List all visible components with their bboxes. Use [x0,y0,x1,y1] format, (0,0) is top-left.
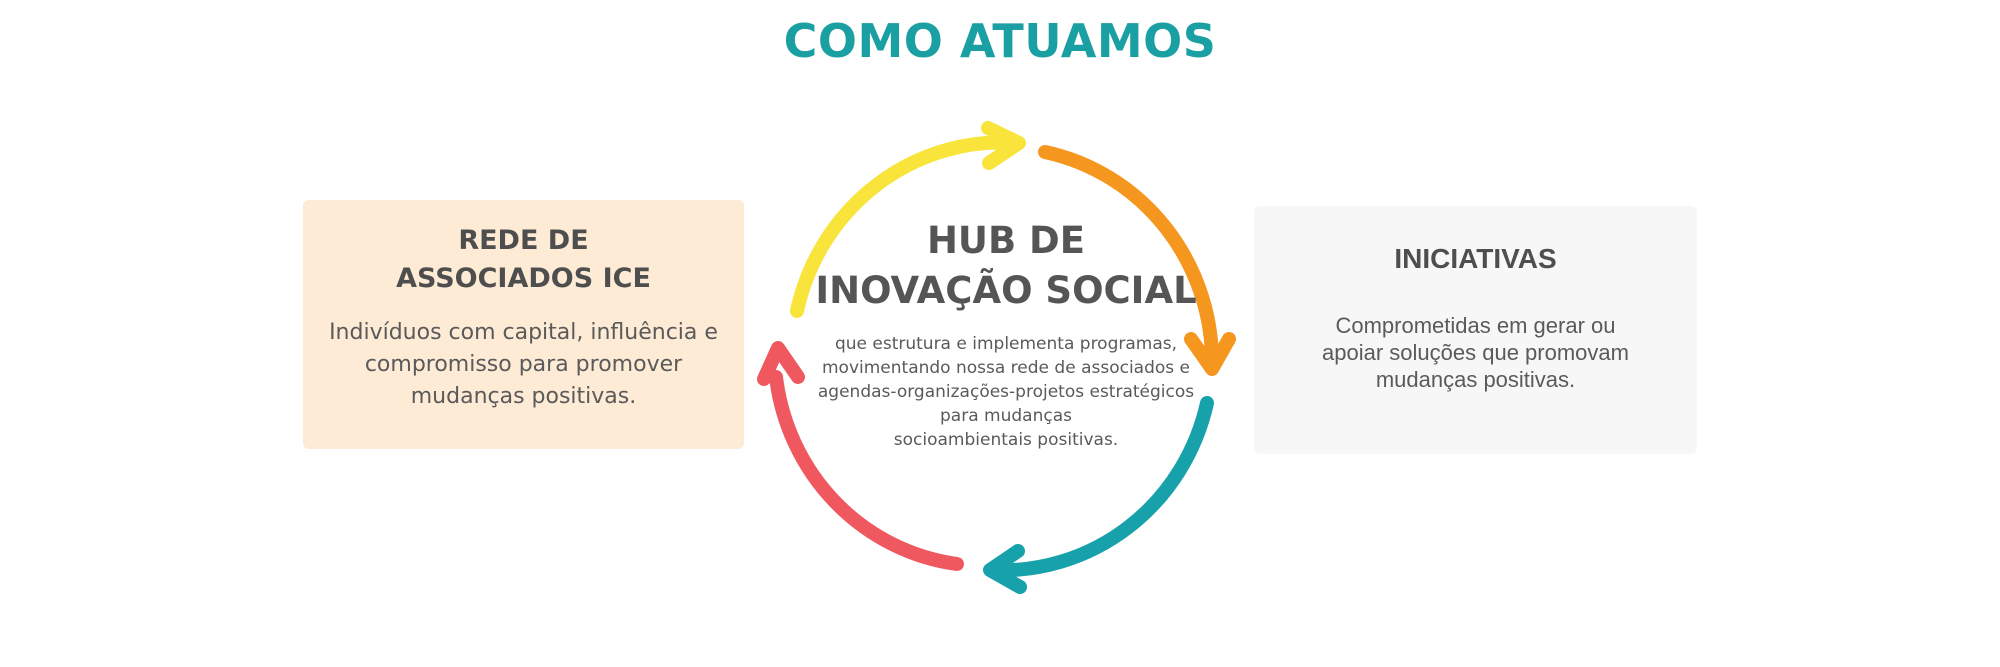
rede-associados-description-line: mudanças positivas. [410,384,637,409]
iniciativas-description-line: Comprometidas em gerar ou [1335,313,1616,338]
cycle-arrow-top [790,135,1025,318]
iniciativas-description-line: apoiar soluções que promovam [1322,340,1629,365]
rede-associados-heading-line: REDE DE [458,225,589,256]
iniciativas-heading: INICIATIVAS [1394,243,1557,274]
arrowhead-left-icon [757,341,805,386]
hub-heading-line: HUB DE [926,219,1086,262]
arrowhead-bottom-icon [983,544,1027,594]
cycle-arrow-bottom [984,396,1214,578]
rede-associados-heading-line: ASSOCIADOS ICE [396,263,651,294]
hub-description-line: agendas-organizações-projetos estratégic… [817,382,1195,402]
rede-associados-description-line: compromisso para promover [364,352,683,377]
iniciativas-description-line: mudanças positivas. [1375,367,1576,392]
hub-description-line: movimentando nossa rede de associados e [821,358,1190,378]
rede-associados-heading: REDE DE ASSOCIADOS ICE [303,222,744,298]
arrowhead-top-icon [981,121,1026,170]
rede-associados-description-line: Indivíduos com capital, influência e [329,320,718,345]
rede-associados-box: REDE DE ASSOCIADOS ICE Indivíduos com ca… [303,200,744,449]
hub-description: que estrutura e implementa programas, mo… [806,332,1206,452]
arrowhead-right-icon [1184,332,1236,376]
rede-associados-description: Indivíduos com capital, influência e com… [324,317,724,413]
cycle-arrow-left [769,370,964,571]
hub-heading-line: INOVAÇÃO SOCIAL [815,269,1197,312]
hub-description-line: para mudanças [940,406,1072,426]
iniciativas-description: Comprometidas em gerar ou apoiar soluçõe… [1296,312,1656,393]
hub-description-line: que estrutura e implementa programas, [834,334,1178,354]
cycle-arrow-right [1038,145,1220,375]
page-title: COMO ATUAMOS [783,14,1217,68]
iniciativas-box: INICIATIVAS Comprometidas em gerar ou ap… [1254,206,1697,454]
hub-heading: HUB DE INOVAÇÃO SOCIAL [806,216,1206,316]
hub-description-line: socioambientais positivas. [893,430,1119,450]
